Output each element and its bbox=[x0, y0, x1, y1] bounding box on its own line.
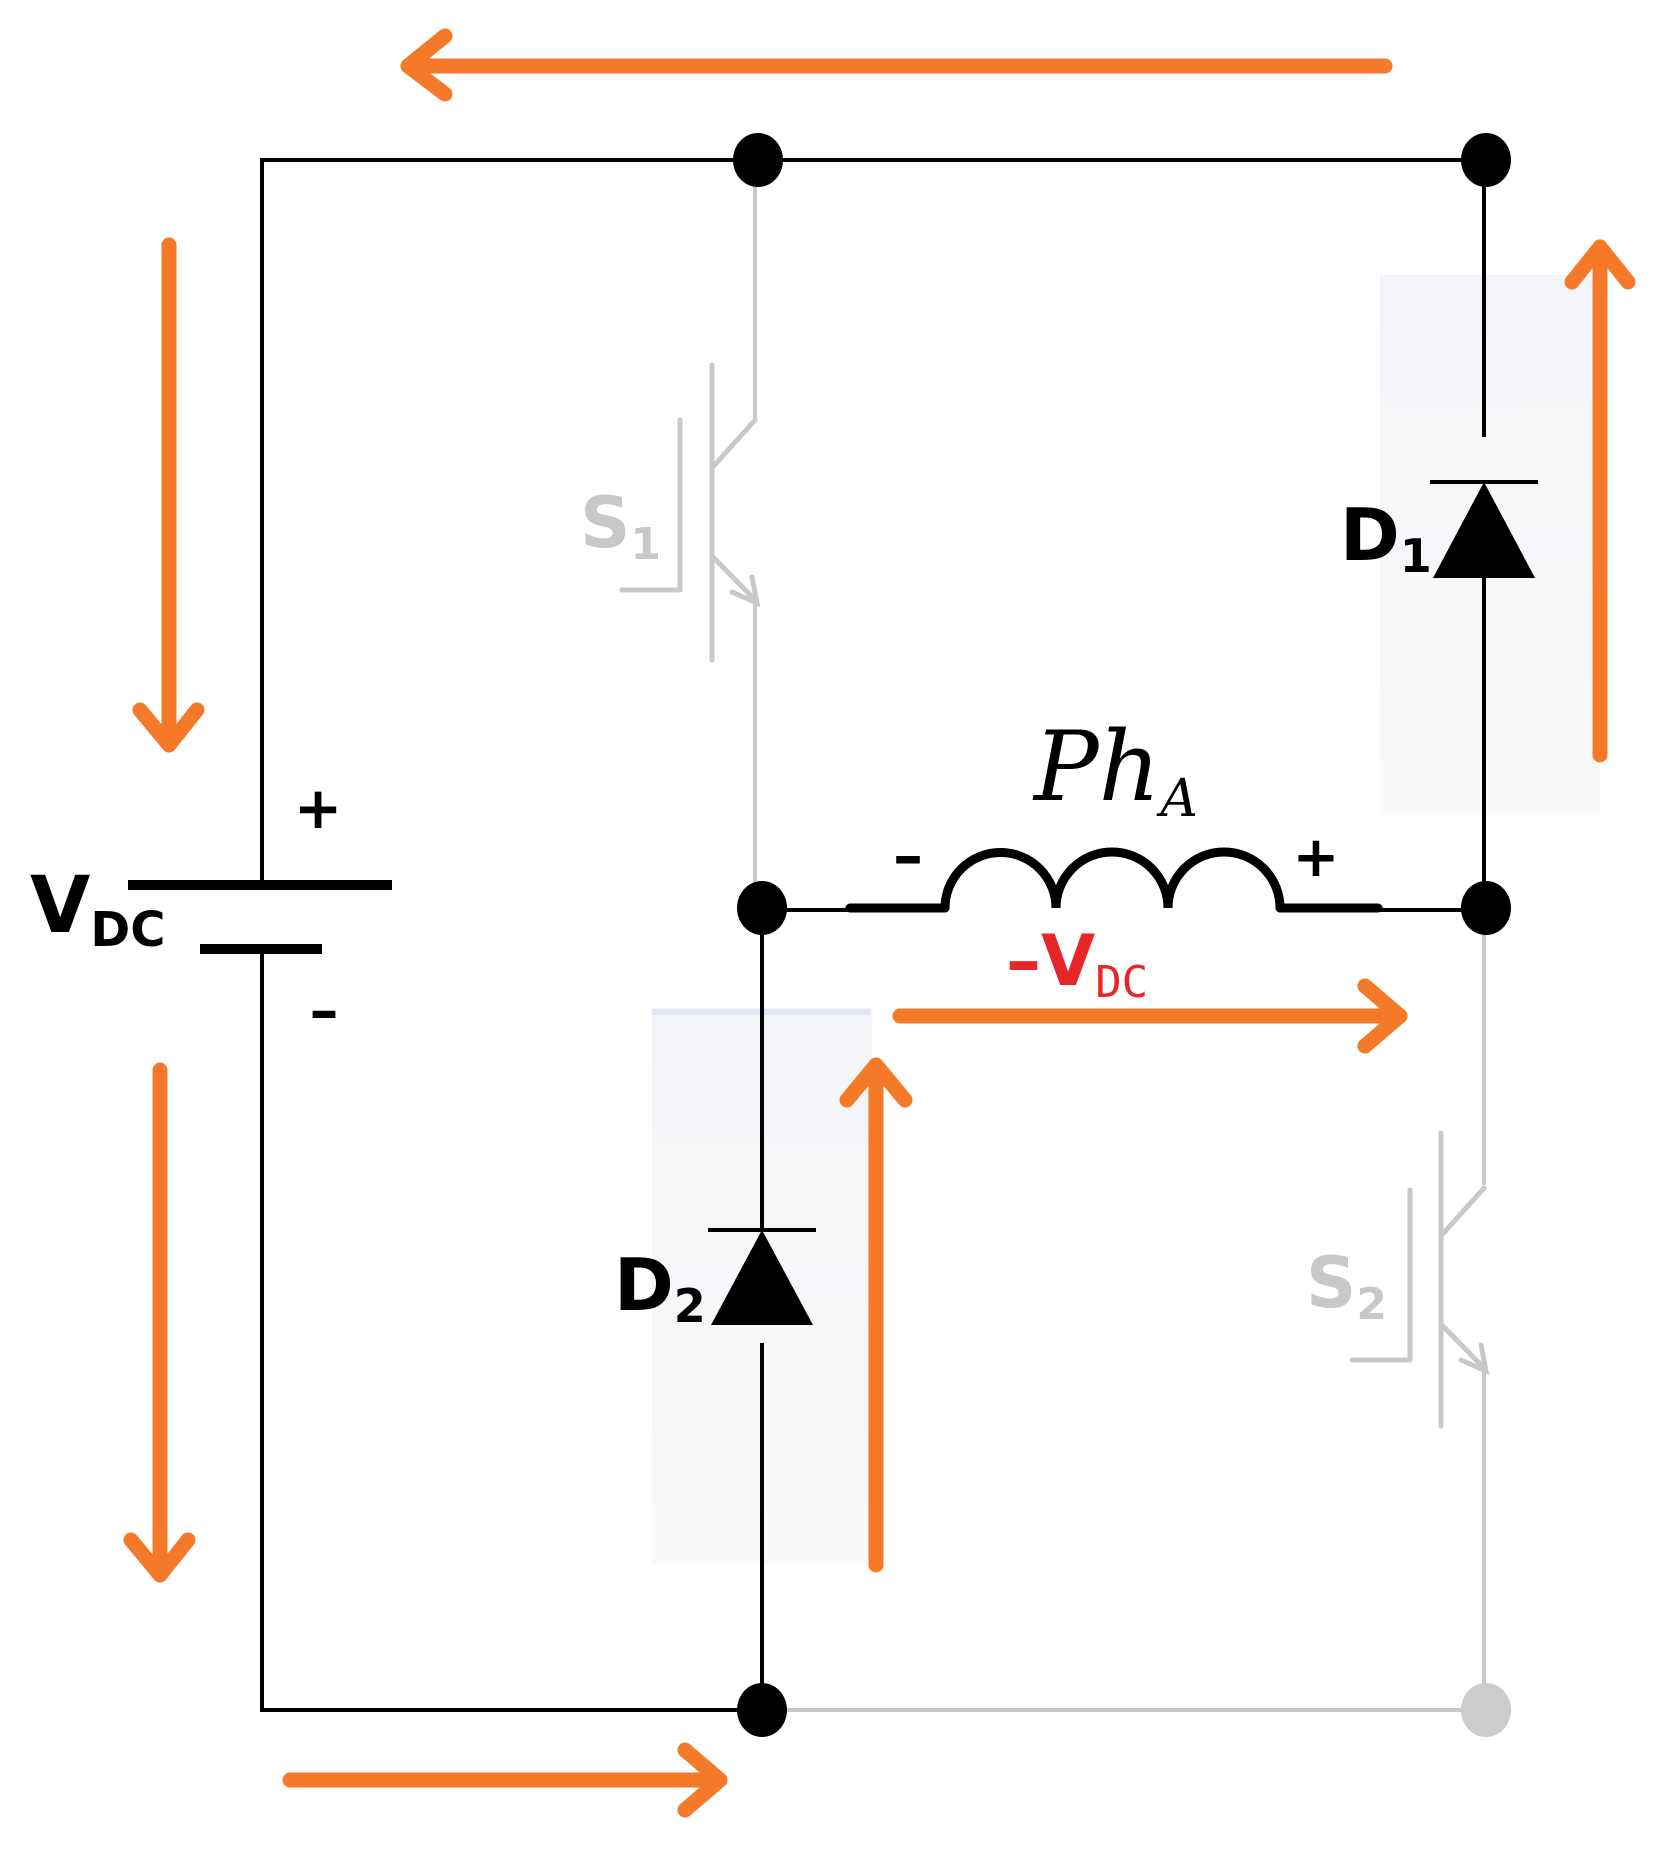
phase-label: PhA bbox=[1032, 711, 1198, 829]
inductor-icon bbox=[845, 847, 1383, 913]
node-mid-left bbox=[737, 881, 787, 935]
node-dot-icon bbox=[733, 133, 1511, 1737]
phase-plus-sign: + bbox=[1293, 825, 1340, 890]
diode-d1-label-main: D bbox=[1340, 493, 1400, 577]
svg-text:D1: D1 bbox=[1340, 493, 1432, 583]
svg-text:D2: D2 bbox=[614, 1243, 706, 1333]
wire-bottom-left bbox=[260, 952, 760, 1712]
phase-voltage-label: –VDC bbox=[1006, 920, 1148, 1008]
phase-label-main: Ph bbox=[1032, 711, 1160, 823]
wire-top-left bbox=[260, 158, 755, 885]
source-label-sub: DC bbox=[90, 902, 165, 958]
arrow-icon bbox=[400, 28, 1393, 102]
diode-d1-label: D1 bbox=[1340, 493, 1432, 583]
inactive-paths bbox=[753, 160, 1486, 1712]
source-label-main: V bbox=[30, 861, 90, 951]
switch-s2-label: S2 bbox=[1306, 1242, 1387, 1330]
svg-text:PhA: PhA bbox=[1032, 711, 1198, 829]
current-arrows bbox=[123, 28, 1636, 1818]
diode-d2-icon bbox=[708, 1228, 816, 1325]
arrow-icon bbox=[282, 1742, 728, 1818]
diode-d2-label-main: D bbox=[614, 1243, 674, 1327]
node-bottom-left bbox=[737, 1683, 787, 1737]
igbt-s1-icon bbox=[619, 362, 761, 663]
svg-text:VDC: VDC bbox=[30, 861, 165, 958]
diode-d2-label-sub: 2 bbox=[674, 1279, 706, 1333]
switch-s2-label-sub: 2 bbox=[1356, 1279, 1387, 1330]
arrow-icon bbox=[839, 1057, 913, 1573]
node-bottom-right bbox=[1461, 1683, 1511, 1737]
source-plus-sign: + bbox=[294, 774, 343, 842]
node-mid-right bbox=[1461, 881, 1511, 935]
switch-s1-label: S1 bbox=[580, 482, 661, 570]
phase-label-sub: A bbox=[1156, 769, 1198, 829]
battery-negative-plate bbox=[200, 944, 322, 954]
diode-d1-label-sub: 1 bbox=[1400, 529, 1432, 583]
active-wires bbox=[260, 158, 1486, 1712]
source-label: VDC bbox=[30, 861, 165, 958]
arrow-icon bbox=[132, 237, 205, 753]
phase-minus-sign: – bbox=[893, 821, 923, 891]
phase-voltage-sub: DC bbox=[1095, 957, 1148, 1008]
switch-s2-label-main: S bbox=[1306, 1242, 1356, 1324]
node-top-left bbox=[733, 133, 783, 187]
svg-text:–VDC: –VDC bbox=[1006, 920, 1148, 1008]
svg-text:S2: S2 bbox=[1306, 1242, 1387, 1330]
arrow-icon bbox=[1564, 239, 1636, 763]
svg-text:S1: S1 bbox=[580, 482, 661, 570]
igbt-s2-icon bbox=[1349, 1130, 1490, 1429]
phase-voltage-prefix: –V bbox=[1006, 920, 1095, 1002]
battery-icon bbox=[128, 880, 392, 890]
source-minus-sign: – bbox=[310, 976, 339, 1044]
node-top-right bbox=[1461, 133, 1511, 187]
diode-d2-label: D2 bbox=[614, 1243, 706, 1333]
switch-s1-label-sub: 1 bbox=[630, 519, 661, 570]
arrow-icon bbox=[892, 978, 1408, 1054]
diode-d1-icon bbox=[1430, 480, 1538, 578]
switch-s1-label-main: S bbox=[580, 482, 630, 564]
arrow-icon bbox=[123, 1062, 196, 1583]
